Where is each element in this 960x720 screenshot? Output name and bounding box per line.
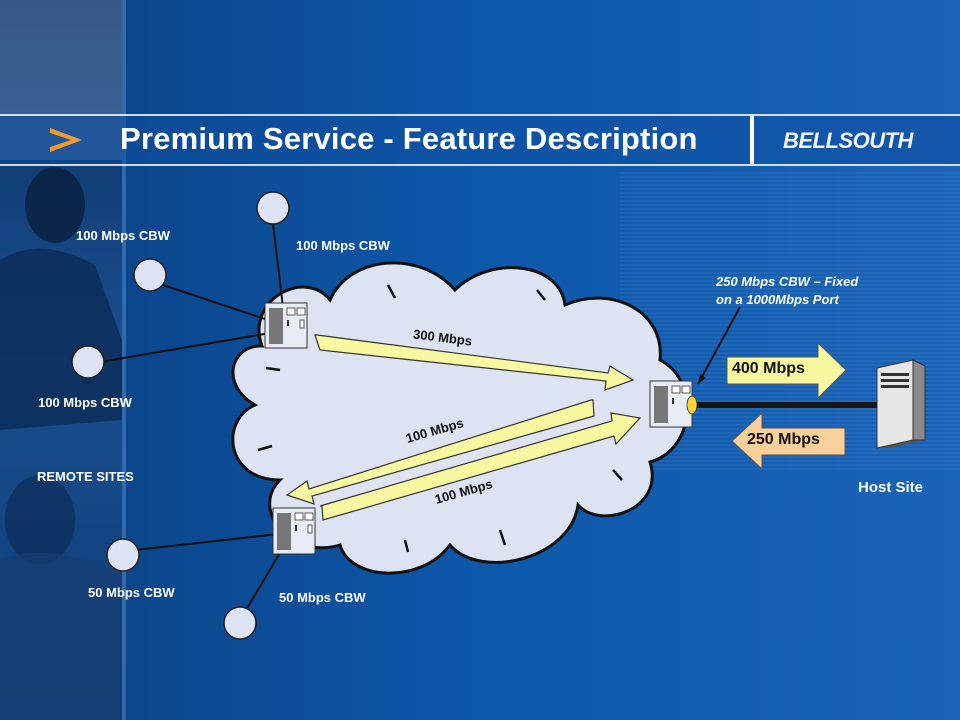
- outbound-arrow: [726, 341, 847, 400]
- host-server-icon: [876, 359, 926, 449]
- remote-site-node: [71, 345, 105, 379]
- switch-lower: [272, 507, 316, 555]
- link-label-top-right: 100 Mbps CBW: [296, 238, 390, 253]
- title-bar: [0, 114, 960, 166]
- chevron-icon: [50, 128, 82, 152]
- host-link: [697, 402, 877, 408]
- host-port-note-line2: on a 1000Mbps Port: [716, 292, 839, 307]
- link-label-bottom-right: 50 Mbps CBW: [279, 590, 366, 605]
- switch-host: [649, 380, 698, 428]
- remote-site-node: [256, 191, 290, 225]
- link-label-bottom-left: 50 Mbps CBW: [88, 585, 175, 600]
- host-site-label: Host Site: [858, 479, 924, 496]
- remote-site-node: [106, 538, 140, 572]
- inbound-rate: 250 Mbps: [747, 431, 820, 448]
- remote-site-node: [133, 258, 167, 292]
- switch-upper: [264, 302, 308, 349]
- link-label-mid-left: 100 Mbps CBW: [38, 395, 132, 410]
- link-label-top-left: 100 Mbps CBW: [76, 228, 170, 243]
- flow-arrow-300: [314, 334, 635, 391]
- outbound-rate: 400 Mbps: [732, 360, 805, 377]
- cloud-tick-marks: [257, 284, 623, 553]
- flow-arrow-100-to-host: [319, 412, 642, 521]
- spoke-lines: [99, 223, 285, 611]
- host-port-note: 250 Mbps CBW – Fixed on a 1000Mbps Port: [716, 273, 858, 309]
- remote-site-nodes: [71, 191, 290, 640]
- remote-sites-label: REMOTE SITES: [37, 469, 134, 484]
- brand-logo: BELLSOUTH: [783, 128, 913, 153]
- remote-site-node: [223, 606, 257, 640]
- page-title: Premium Service - Feature Description: [120, 121, 698, 156]
- flow-arrow-100-to-remote: [285, 399, 595, 505]
- inbound-arrow: [731, 411, 846, 471]
- host-port-note-line1: 250 Mbps CBW – Fixed: [716, 274, 859, 289]
- callout-line: [697, 306, 741, 385]
